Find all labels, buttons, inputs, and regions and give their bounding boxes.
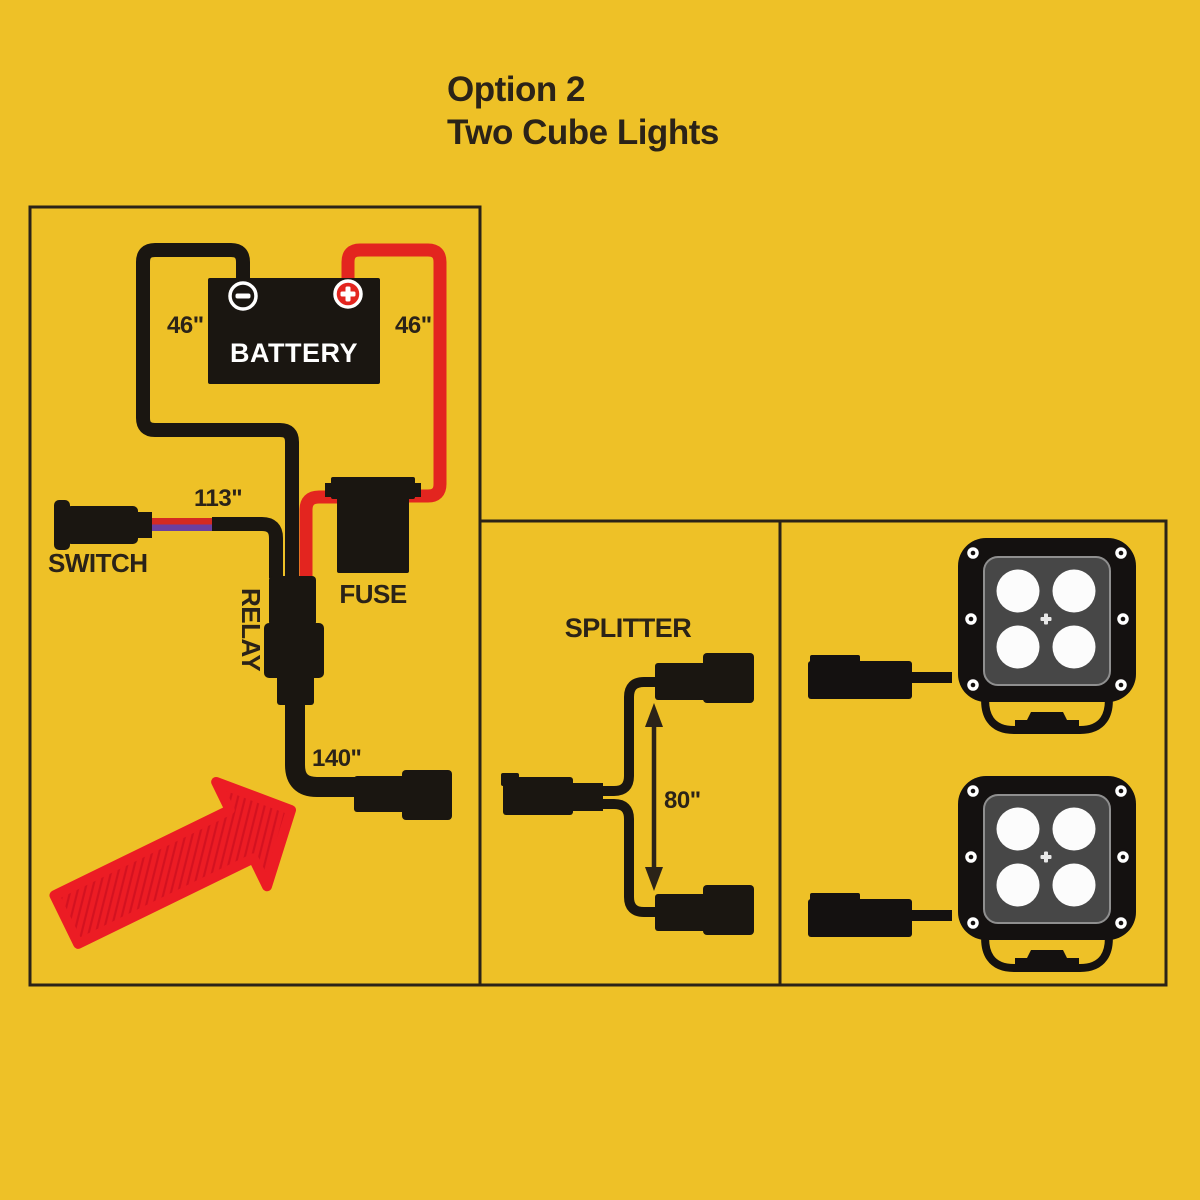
led-circle xyxy=(1052,863,1096,907)
harness-output-connector xyxy=(354,770,452,820)
screw-center xyxy=(968,616,974,622)
wiring-diagram: BATTERY 46" 46" FUSE 113" SWITCH xyxy=(48,243,452,949)
arrow-head-up xyxy=(645,703,663,727)
led-circle xyxy=(1052,807,1096,851)
cube-lights-diagram xyxy=(808,538,1136,972)
screw-center xyxy=(970,550,976,556)
housing-screws xyxy=(962,782,1132,932)
connector-body xyxy=(655,663,707,700)
connector-cap xyxy=(703,885,754,935)
battery-label: BATTERY xyxy=(230,338,358,368)
connector-body xyxy=(808,899,912,937)
screw-center xyxy=(970,682,976,688)
fuse-body xyxy=(337,477,409,573)
relay-tail xyxy=(277,675,314,705)
screw-center xyxy=(1118,920,1124,926)
cube-light-2 xyxy=(808,776,1136,972)
title-line-2: Two Cube Lights xyxy=(447,113,719,152)
switch-wire-red-stripe xyxy=(150,518,216,525)
splitter-lower-branch-wire xyxy=(598,799,657,917)
connector-stub xyxy=(910,910,952,921)
screw-center xyxy=(968,854,974,860)
screw-center xyxy=(1118,682,1124,688)
lights-panel-frame xyxy=(778,519,1168,987)
led-circle xyxy=(996,625,1040,669)
light-2-connector xyxy=(808,893,952,937)
plus-glyph-v xyxy=(345,286,351,302)
output-wire-length-label: 140" xyxy=(312,745,361,772)
fuse-to-relay-wire xyxy=(299,490,340,578)
splitter-upper-branch-wire xyxy=(598,677,657,796)
splitter-upper-connector xyxy=(655,653,754,703)
positive-wire-length-label: 46" xyxy=(395,312,432,339)
switch-wire-length-label: 113" xyxy=(194,485,242,512)
light-1-connector xyxy=(808,655,952,699)
relay-label: RELAY xyxy=(236,588,266,671)
title-line-1: Option 2 xyxy=(447,70,585,109)
connector-nose xyxy=(570,783,603,811)
battery-negative-wire xyxy=(136,243,299,578)
screw-center xyxy=(970,920,976,926)
battery-positive-wire xyxy=(341,243,447,503)
splitter-diagram: SPLITTER 80" xyxy=(501,613,754,935)
screw-center xyxy=(970,788,976,794)
mount-bracket-foot xyxy=(1015,712,1079,734)
led-circle xyxy=(1052,569,1096,613)
screw-center xyxy=(1118,550,1124,556)
fuse: FUSE xyxy=(325,477,421,609)
battery: BATTERY xyxy=(208,278,380,384)
switch-body xyxy=(66,506,138,544)
mount-bracket-foot xyxy=(1015,950,1079,972)
splitter-label: SPLITTER xyxy=(565,613,692,643)
led-circle xyxy=(1052,625,1096,669)
connector-body xyxy=(354,776,406,812)
vertical-double-arrow-icon xyxy=(645,703,663,891)
housing-screws xyxy=(962,544,1132,694)
connector-cap xyxy=(703,653,754,703)
negative-wire-length-label: 46" xyxy=(167,312,204,339)
arrow-head-down xyxy=(645,867,663,891)
page-title: Option 2 Two Cube Lights xyxy=(447,70,719,152)
center-plus-icon xyxy=(1044,613,1048,625)
relay-body xyxy=(264,623,324,678)
led-circle xyxy=(996,863,1040,907)
switch-to-relay-wire xyxy=(212,517,283,578)
connector-body xyxy=(655,894,707,931)
switch-wire-purple-stripe xyxy=(150,524,216,531)
screw-center xyxy=(1118,788,1124,794)
red-marker-arrow-icon xyxy=(49,776,296,949)
fuse-label: FUSE xyxy=(339,579,407,609)
branch-spacing-label: 80" xyxy=(664,787,701,814)
screw-center xyxy=(1120,854,1126,860)
splitter-lower-connector xyxy=(655,885,754,935)
connector-cap xyxy=(402,770,452,820)
relay: RELAY xyxy=(236,576,324,705)
led-circle xyxy=(996,569,1040,613)
relay-connector xyxy=(269,576,316,626)
center-plus-icon xyxy=(1044,851,1048,863)
relay-output-wire xyxy=(285,700,360,797)
switch: 113" SWITCH xyxy=(48,485,283,578)
connector-body xyxy=(503,777,573,815)
minus-glyph xyxy=(235,293,251,299)
led-circle xyxy=(996,807,1040,851)
switch-label: SWITCH xyxy=(48,548,148,578)
connector-stub xyxy=(910,672,952,683)
screw-center xyxy=(1120,616,1126,622)
switch-neck xyxy=(134,512,152,538)
arrow-shape xyxy=(49,776,296,949)
connector-body xyxy=(808,661,912,699)
cube-light-1 xyxy=(808,538,1136,734)
splitter-input-connector xyxy=(501,773,603,815)
